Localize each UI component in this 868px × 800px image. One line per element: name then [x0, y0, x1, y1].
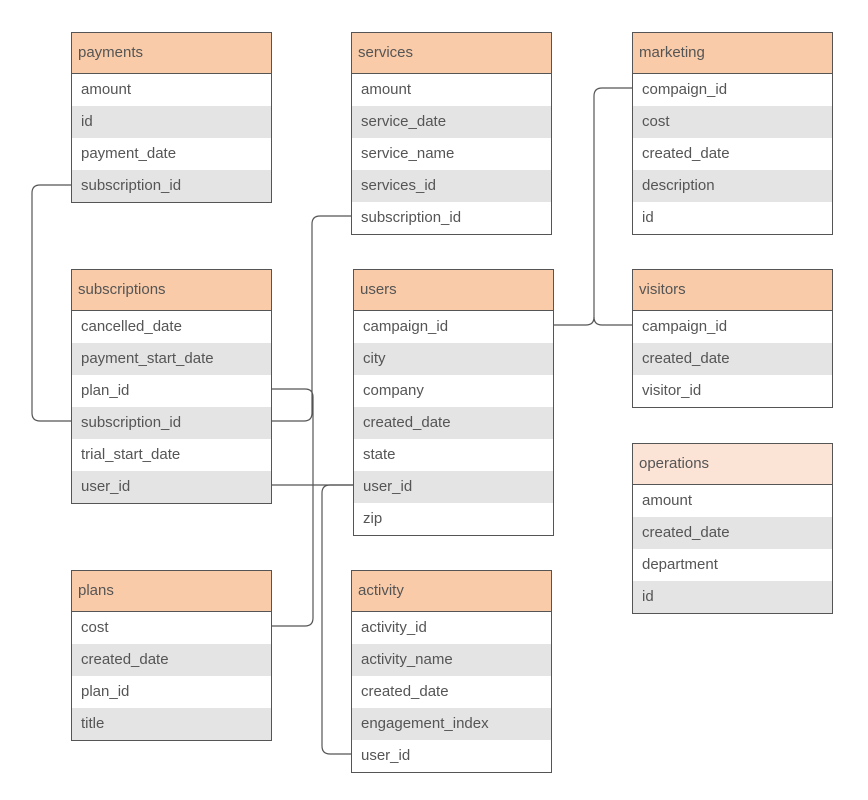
field-row: services_id	[352, 170, 551, 202]
field-row: plan_id	[72, 676, 271, 708]
field-row: created_date	[633, 138, 832, 170]
field-row: created_date	[352, 676, 551, 708]
relationship-line	[272, 388, 314, 627]
table-title: services	[352, 33, 551, 74]
table-title: users	[354, 270, 553, 311]
field-row: payment_start_date	[72, 343, 271, 375]
relationship-line	[272, 215, 351, 422]
table-title: subscriptions	[72, 270, 271, 311]
field-row: service_date	[352, 106, 551, 138]
field-row: created_date	[633, 343, 832, 375]
field-row: created_date	[72, 644, 271, 676]
field-row: cost	[72, 612, 271, 644]
table-title: visitors	[633, 270, 832, 311]
field-row: visitor_id	[633, 375, 832, 407]
field-row: service_name	[352, 138, 551, 170]
table-title: plans	[72, 571, 271, 612]
field-row: payment_date	[72, 138, 271, 170]
field-row: trial_start_date	[72, 439, 271, 471]
field-row: id	[633, 581, 832, 613]
field-row: city	[354, 343, 553, 375]
table-title: marketing	[633, 33, 832, 74]
field-row: state	[354, 439, 553, 471]
field-row: created_date	[354, 407, 553, 439]
field-row: user_id	[354, 471, 553, 503]
field-row: plan_id	[72, 375, 271, 407]
field-row: zip	[354, 503, 553, 535]
table-title: payments	[72, 33, 271, 74]
field-row: id	[633, 202, 832, 234]
field-row: description	[633, 170, 832, 202]
field-row: company	[354, 375, 553, 407]
field-row: campaign_id	[633, 311, 832, 343]
field-row: subscription_id	[72, 170, 271, 202]
field-row: engagement_index	[352, 708, 551, 740]
field-row: amount	[72, 74, 271, 106]
field-row: compaign_id	[633, 74, 832, 106]
relationship-line	[321, 484, 353, 755]
field-row: activity_id	[352, 612, 551, 644]
relationship-line	[31, 184, 71, 422]
field-row: cost	[633, 106, 832, 138]
field-row: created_date	[633, 517, 832, 549]
field-row: user_id	[352, 740, 551, 772]
field-row: campaign_id	[354, 311, 553, 343]
field-row: id	[72, 106, 271, 138]
field-row: subscription_id	[352, 202, 551, 234]
table-title: operations	[633, 444, 832, 485]
field-row: amount	[352, 74, 551, 106]
field-row: title	[72, 708, 271, 740]
relationship-line	[593, 316, 632, 326]
field-row: user_id	[72, 471, 271, 503]
field-row: department	[633, 549, 832, 581]
field-row: cancelled_date	[72, 311, 271, 343]
table-title: activity	[352, 571, 551, 612]
field-row: activity_name	[352, 644, 551, 676]
relationship-line	[554, 87, 632, 326]
field-row: subscription_id	[72, 407, 271, 439]
field-row: amount	[633, 485, 832, 517]
